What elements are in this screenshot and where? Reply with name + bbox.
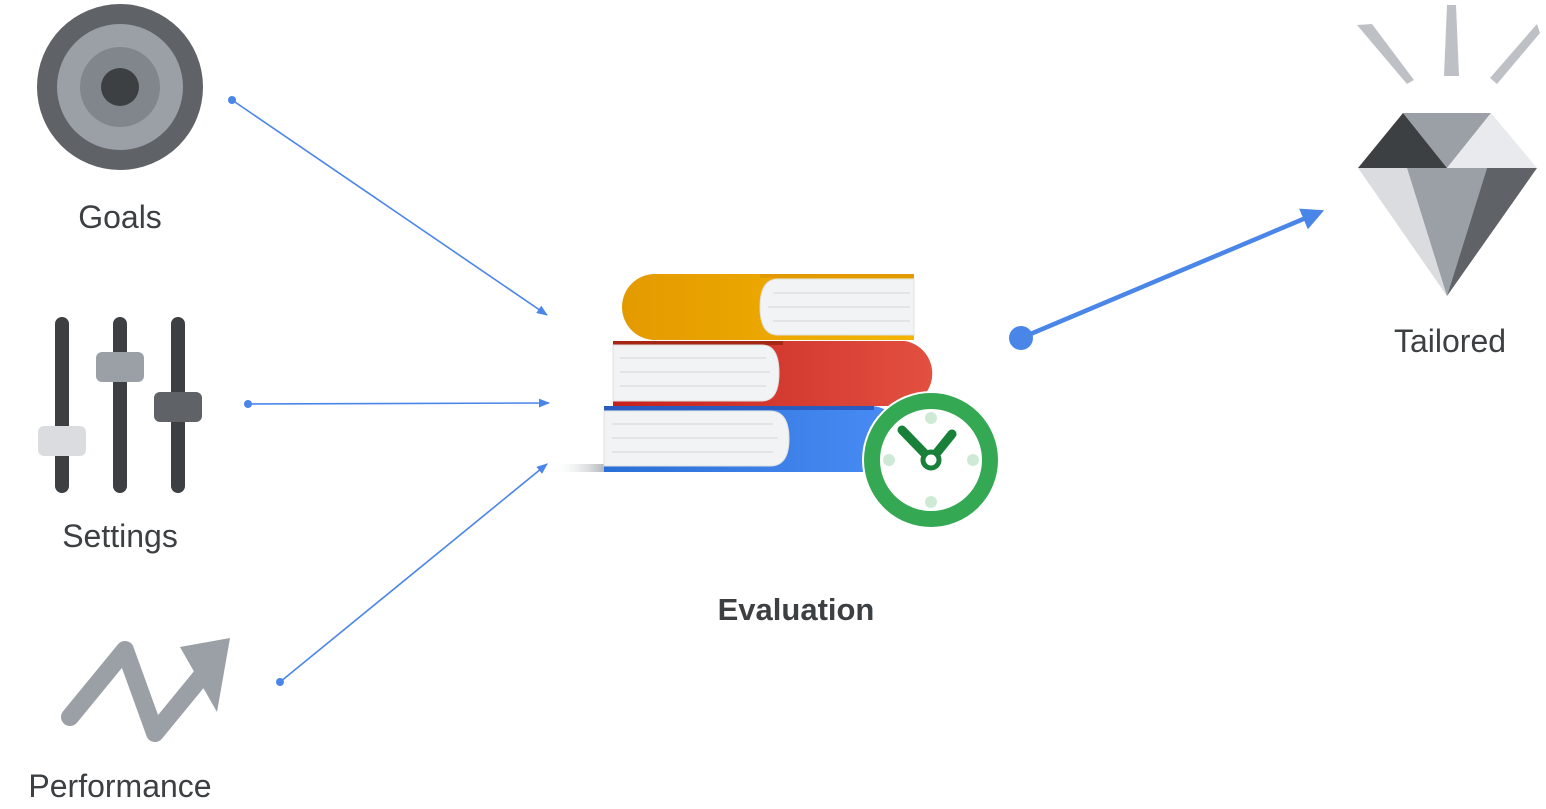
tailored-label: Tailored (1393, 323, 1507, 359)
connector-settings (244, 398, 551, 408)
trend-arrow-icon (61, 638, 230, 742)
connector-goals (228, 96, 548, 316)
books-icon (552, 274, 933, 472)
goals-label: Goals (78, 199, 162, 235)
connector-output (1009, 208, 1325, 350)
sliders-icon (38, 317, 202, 493)
performance-label: Performance (28, 768, 212, 804)
evaluation-label: Evaluation (717, 592, 875, 627)
settings-label: Settings (62, 518, 178, 554)
diamond-icon (1357, 5, 1540, 296)
connector-performance (276, 463, 548, 686)
clock-icon (862, 391, 1000, 529)
target-icon (37, 4, 203, 170)
